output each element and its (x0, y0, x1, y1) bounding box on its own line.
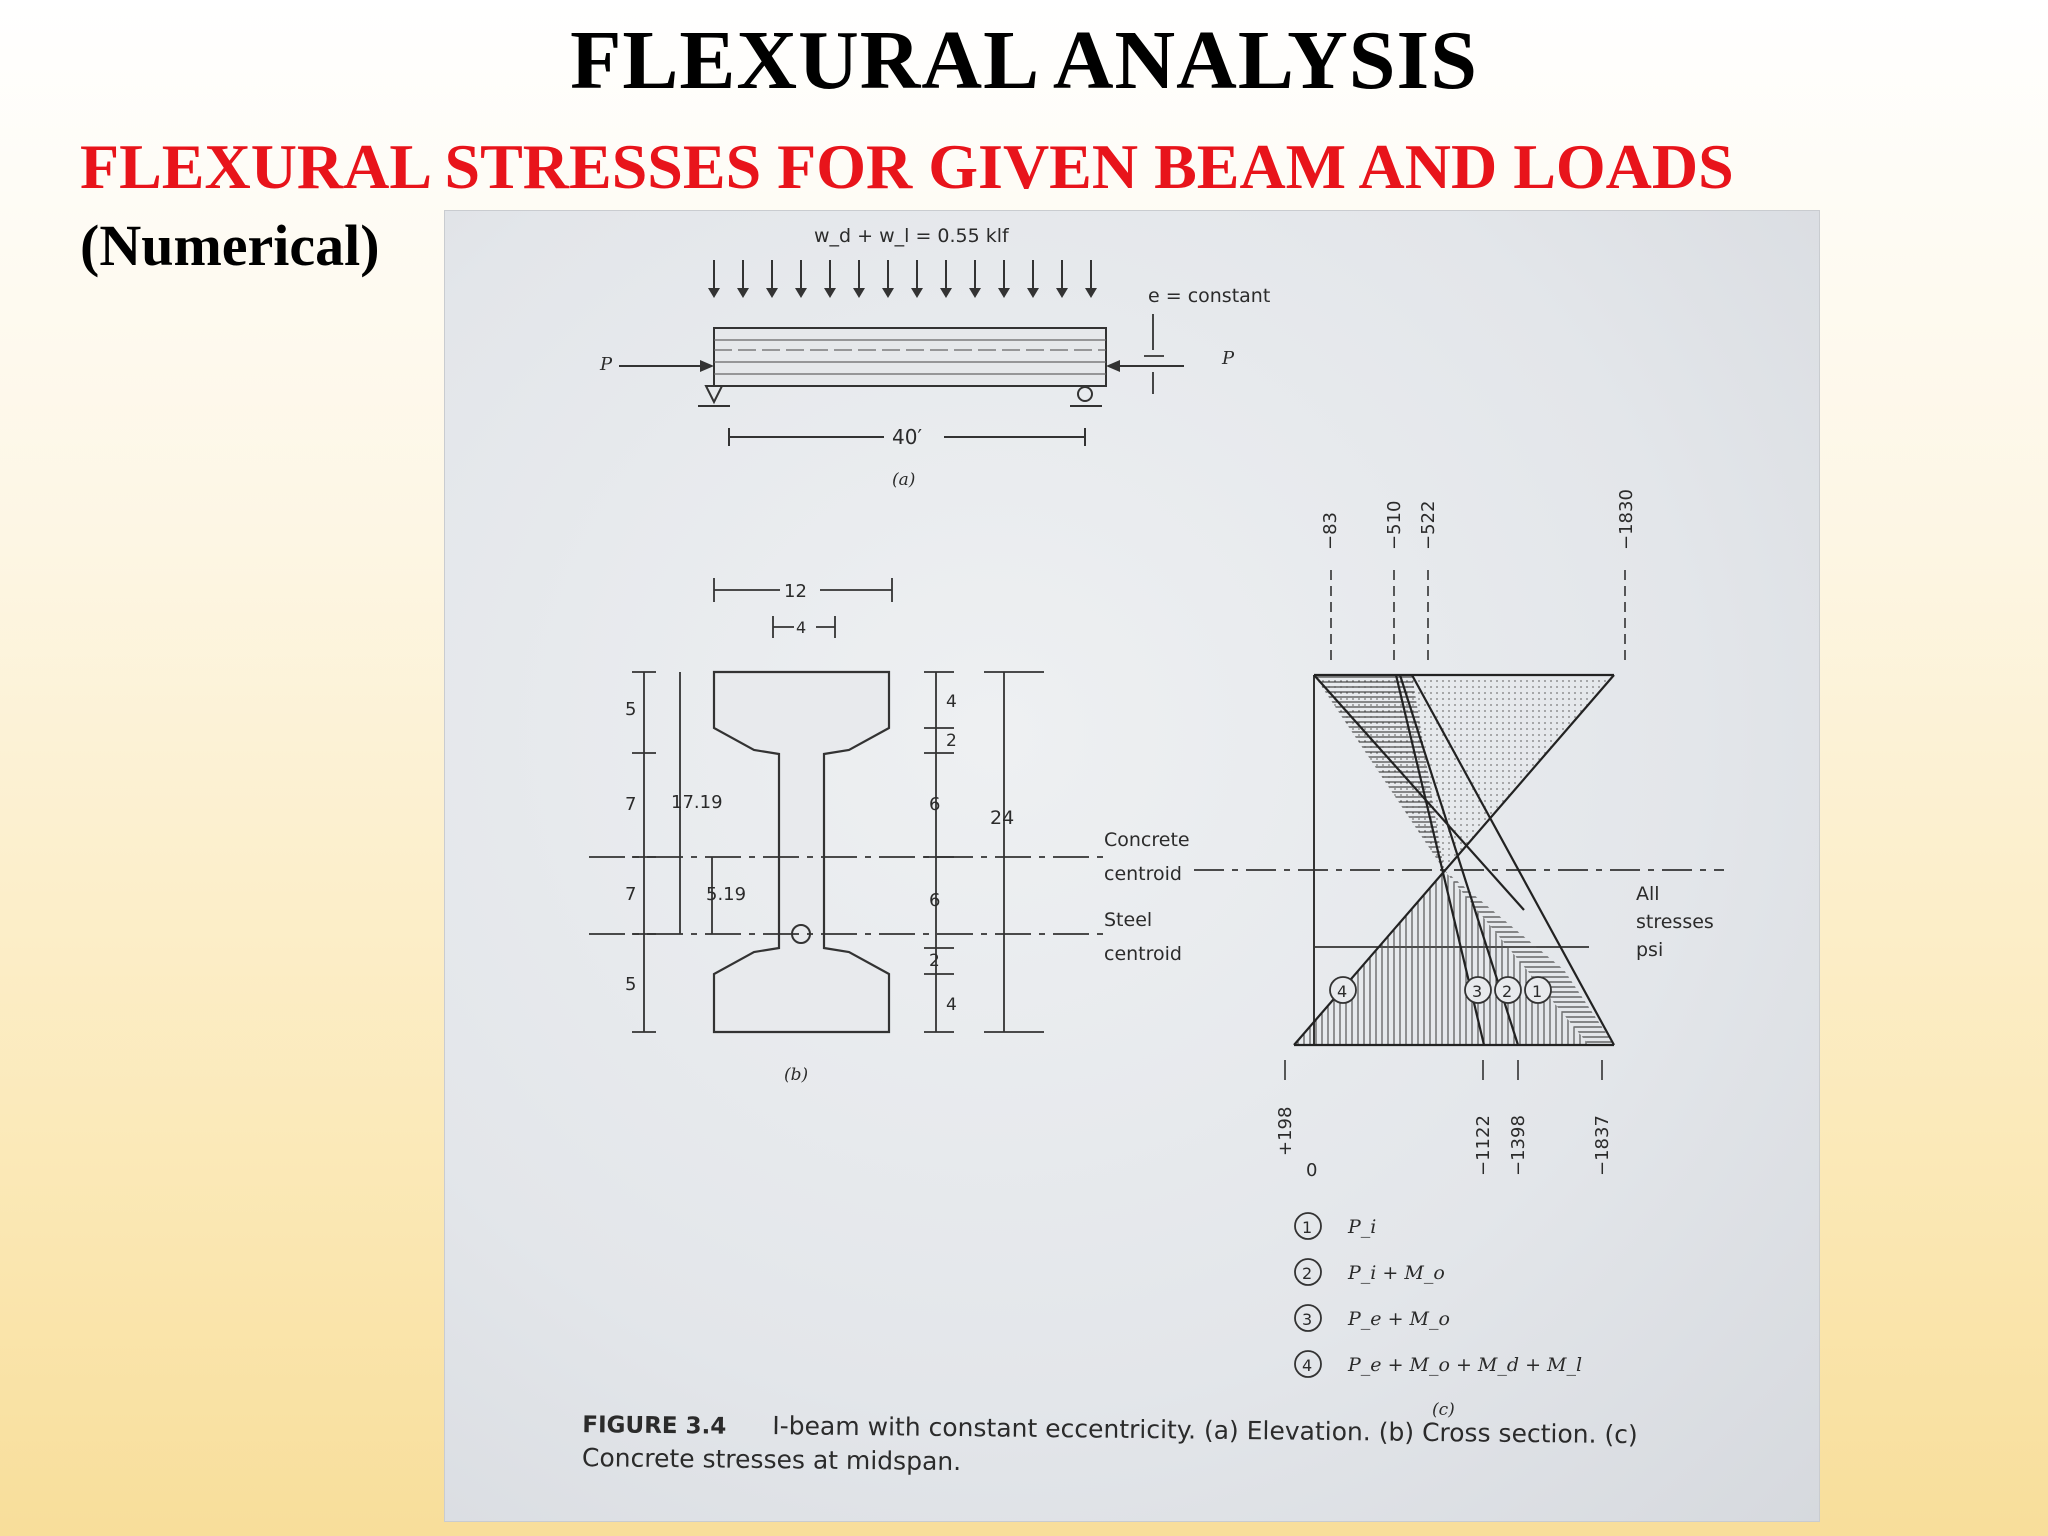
distributed-load-arrows (713, 260, 1092, 292)
right-dim-4: 6 (929, 890, 940, 911)
legend-text-4: P_e + M_o + M_d + M_l (1347, 1354, 1582, 1376)
legend-num-4: 4 (1302, 1356, 1312, 1375)
caption-label: FIGURE 3.4 (582, 1412, 726, 1440)
span-dimension (728, 428, 1086, 446)
i-beam-section (712, 670, 891, 1034)
bottom-stress-3: −1122 (1473, 1115, 1494, 1176)
slide-subnote: (Numerical) (80, 213, 380, 278)
circle-3 (1464, 976, 1492, 1004)
right-dim-2: 2 (946, 731, 957, 751)
top-stress-4: −1830 (1616, 489, 1637, 550)
right-dim-3: 6 (929, 794, 940, 815)
circle-3-label: 3 (1472, 982, 1482, 1001)
right-dim-6: 4 (946, 995, 957, 1015)
bottom-stress-2: 0 (1306, 1160, 1317, 1181)
load-arrowheads (708, 288, 1097, 298)
left-dim-4: 5 (625, 974, 636, 995)
part-b-label: (b) (784, 1065, 808, 1085)
prestress-force-right-label: P (1221, 348, 1235, 369)
slide-subtitle: FLEXURAL STRESSES FOR GIVEN BEAM AND LOA… (80, 131, 1734, 202)
bottom-leader-lines (1284, 1060, 1603, 1080)
arrowhead-left (700, 360, 714, 372)
all-stresses-label-3: psi (1636, 939, 1663, 961)
load-label: w_d + w_l = 0.55 klf (814, 225, 1010, 247)
top-stress-3: −522 (1418, 501, 1439, 550)
eccentricity-label: e = constant (1148, 285, 1270, 307)
textbook-figure-photo: w_d + w_l = 0.55 klf P (444, 210, 1820, 1522)
overall-depth-label: 24 (990, 807, 1014, 829)
part-c-label: (c) (1432, 1400, 1455, 1420)
dim-17-19: 17.19 (671, 792, 723, 813)
circle-2-label: 2 (1502, 982, 1512, 1001)
figure-caption: FIGURE 3.4 I-beam with constant eccentri… (582, 1411, 1638, 1476)
bottom-stress-5: −1837 (1592, 1115, 1613, 1176)
left-dim-2: 7 (625, 794, 636, 815)
right-dim-1: 4 (946, 692, 957, 712)
eccentricity-marker (1144, 314, 1164, 394)
top-width-dimension (713, 578, 893, 602)
top-leader-lines (1330, 570, 1626, 660)
caption-text-line1: I-beam with constant eccentricity. (a) E… (772, 1411, 1638, 1449)
circle-4 (1329, 976, 1357, 1004)
top-stress-1: −83 (1320, 512, 1341, 550)
left-dim-1: 5 (625, 699, 636, 720)
arrowhead-right (1106, 360, 1120, 372)
steel-centroid-label-2: centroid (1104, 943, 1182, 965)
legend-text-1: P_i (1347, 1216, 1376, 1238)
slide-title: FLEXURAL ANALYSIS (570, 14, 1478, 107)
legend-num-3: 3 (1302, 1310, 1312, 1329)
circle-2 (1494, 976, 1522, 1004)
concrete-centroid-label-2: centroid (1104, 863, 1182, 885)
circle-1-label: 1 (1532, 982, 1542, 1001)
dim-5-19: 5.19 (706, 884, 746, 905)
cross-section-view: 12 4 5 7 7 5 17.19 5.19 (589, 578, 1190, 1085)
left-dim-3: 7 (625, 884, 636, 905)
top-stress-2: −510 (1384, 501, 1405, 550)
roller-support-icon (1077, 386, 1093, 402)
steel-centroid-label-1: Steel (1104, 909, 1152, 931)
right-dimension-chain (924, 671, 1044, 1033)
legend-num-2: 2 (1302, 1264, 1312, 1283)
all-stresses-label-2: stresses (1636, 911, 1714, 933)
concrete-centroid-label-1: Concrete (1104, 829, 1190, 851)
span-label: 40′ (892, 425, 922, 449)
caption-text-line2: Concrete stresses at midspan. (582, 1443, 961, 1476)
beam-tendons (714, 339, 1106, 375)
top-width-label: 12 (784, 581, 807, 602)
left-dimension-chain (632, 671, 713, 1033)
stress-legend: 1 P_i 2 P_i + M_o 3 P_e + M_o 4 P_e + M_… (1294, 1212, 1582, 1420)
circle-1 (1524, 976, 1552, 1004)
web-width-dimension (772, 616, 836, 638)
stress-diagram: −83 −510 −522 −1830 +198 0 −1122 −1398 −… (1194, 489, 1724, 1181)
legend-text-3: P_e + M_o (1347, 1308, 1450, 1330)
figure-drawing: w_d + w_l = 0.55 klf P (582, 225, 1724, 1476)
pin-support-icon (704, 385, 724, 405)
web-width-label: 4 (796, 618, 806, 637)
bottom-stress-1: +198 (1275, 1107, 1296, 1156)
legend-num-1: 1 (1302, 1218, 1312, 1237)
elevation-view: w_d + w_l = 0.55 klf P (599, 225, 1270, 490)
all-stresses-label-1: All (1636, 883, 1660, 905)
bottom-stress-4: −1398 (1508, 1115, 1529, 1176)
legend-text-2: P_i + M_o (1347, 1262, 1445, 1284)
prestress-force-left-label: P (599, 354, 613, 375)
circle-4-label: 4 (1337, 982, 1347, 1001)
right-dim-5: 2 (929, 951, 940, 971)
part-a-label: (a) (892, 470, 915, 490)
beam-elevation (713, 327, 1107, 387)
